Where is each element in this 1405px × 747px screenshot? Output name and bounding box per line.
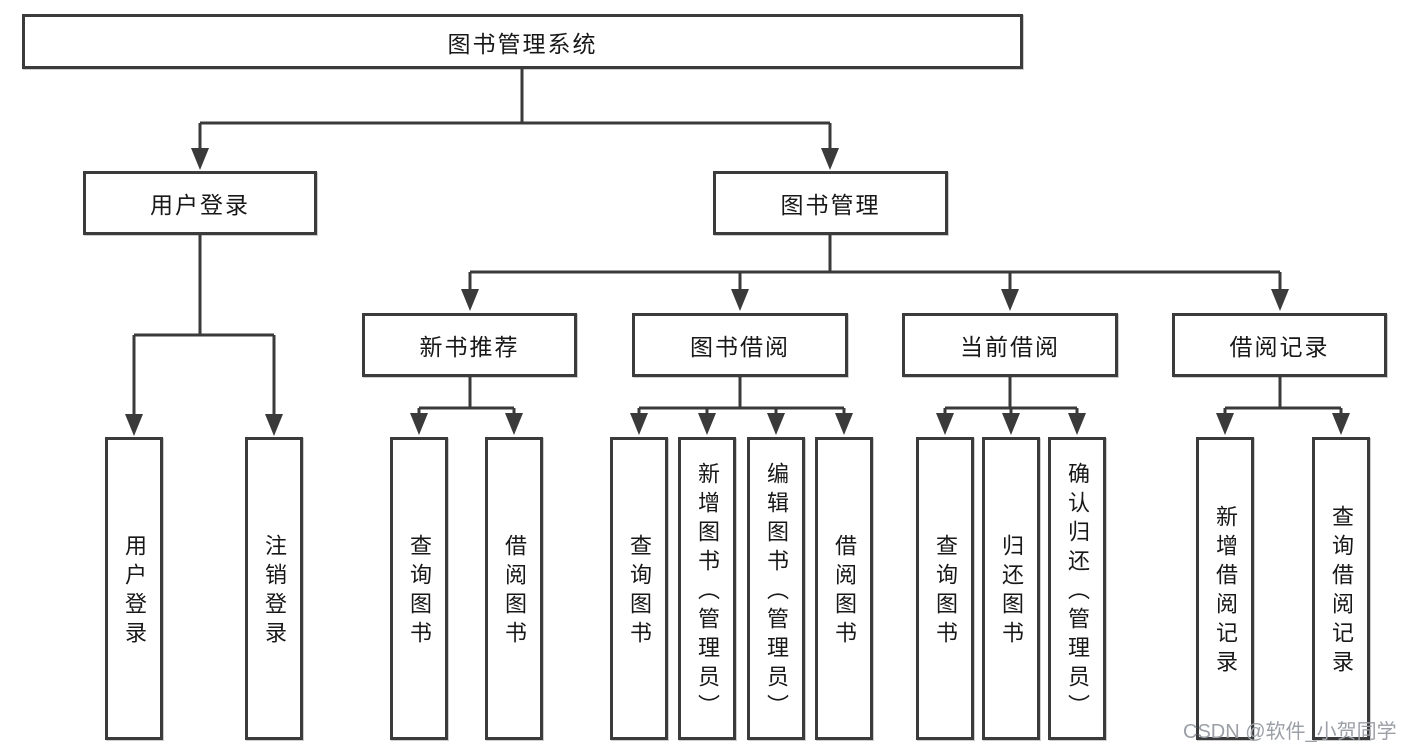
leaf-return-books: 归还图书 [982, 437, 1040, 740]
leaf-edit-books-admin: 编辑图书（管理员） [747, 437, 805, 740]
leaf-confirm-return-admin: 确认归还（管理员） [1048, 437, 1106, 740]
node-current-borrowing: 当前借阅 [902, 313, 1118, 377]
leaf-logout: 注销登录 [245, 437, 303, 740]
node-new-book-recommendation: 新书推荐 [362, 313, 577, 377]
leaf-add-borrow-record: 新增借阅记录 [1196, 437, 1254, 740]
leaf-query-books-recommend: 查询图书 [390, 437, 448, 740]
arrowheads [125, 148, 1350, 436]
leaf-query-borrow-record: 查询借阅记录 [1312, 437, 1370, 740]
node-borrowing-records: 借阅记录 [1172, 313, 1387, 377]
node-user-login: 用户登录 [83, 171, 317, 235]
node-book-management: 图书管理 [713, 171, 948, 235]
leaf-query-books-current: 查询图书 [916, 437, 974, 740]
leaf-borrow-books: 借阅图书 [815, 437, 873, 740]
leaf-add-books-admin: 新增图书（管理员） [678, 437, 736, 740]
leaf-query-books-borrow: 查询图书 [610, 437, 668, 740]
node-book-borrowing: 图书借阅 [632, 313, 848, 377]
leaf-borrow-books-recommend: 借阅图书 [485, 437, 543, 740]
leaf-user-login: 用户登录 [105, 437, 163, 740]
csdn-watermark: CSDN @软件_小贺同学 [1183, 721, 1397, 743]
node-library-management-system: 图书管理系统 [22, 14, 1023, 69]
